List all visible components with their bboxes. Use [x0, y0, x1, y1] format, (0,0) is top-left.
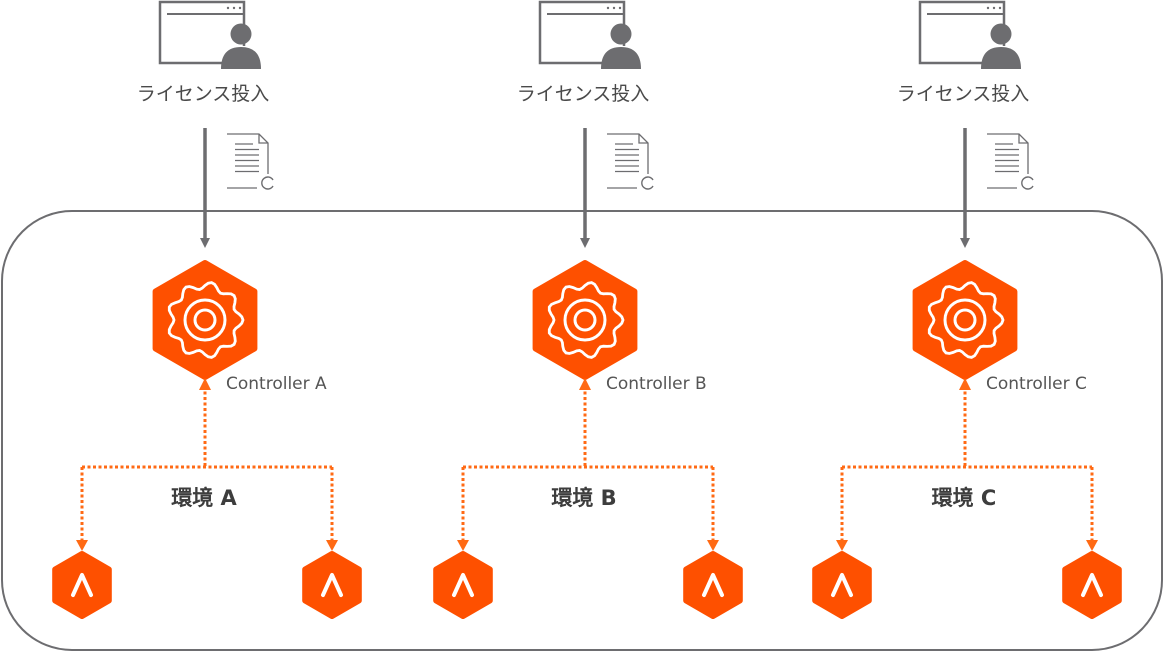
agent-caret-icon[interactable] — [302, 551, 362, 619]
agent-caret-icon[interactable] — [683, 551, 743, 619]
browser-user-icon — [918, 0, 1021, 69]
agent-caret-icon[interactable] — [52, 551, 112, 619]
browser-user-icon — [158, 0, 261, 69]
controller-label: Controller A — [226, 374, 327, 394]
controller-label: Controller B — [606, 374, 707, 394]
agent-connector — [76, 378, 338, 551]
source-label: ライセンス投入 — [897, 83, 1030, 105]
agent-connector — [457, 378, 719, 551]
controller-gear-icon[interactable] — [912, 260, 1018, 380]
environment-label: 環境 C — [932, 486, 997, 510]
source-label: ライセンス投入 — [517, 83, 650, 105]
agent-caret-icon[interactable] — [433, 551, 493, 619]
license-document-icon — [987, 133, 1034, 190]
license-document-icon — [227, 133, 274, 190]
browser-user-icon — [538, 0, 641, 69]
environment-label: 環境 B — [551, 486, 616, 510]
controller-gear-icon[interactable] — [152, 260, 258, 380]
agent-caret-icon[interactable] — [812, 551, 872, 619]
column-c: ライセンス投入 Controller C 環境 C — [812, 0, 1122, 619]
environment-label: 環境 A — [171, 486, 237, 510]
source-label: ライセンス投入 — [137, 83, 270, 105]
column-b: ライセンス投入 Controller B 環境 B — [433, 0, 743, 619]
agent-caret-icon[interactable] — [1062, 551, 1122, 619]
column-a: ライセンス投入 Controller A 環境 A — [52, 0, 362, 619]
agent-connector — [836, 378, 1098, 551]
environment-container — [1, 210, 1163, 651]
controller-gear-icon[interactable] — [532, 260, 638, 380]
license-document-icon — [607, 133, 654, 190]
controller-label: Controller C — [986, 374, 1087, 394]
